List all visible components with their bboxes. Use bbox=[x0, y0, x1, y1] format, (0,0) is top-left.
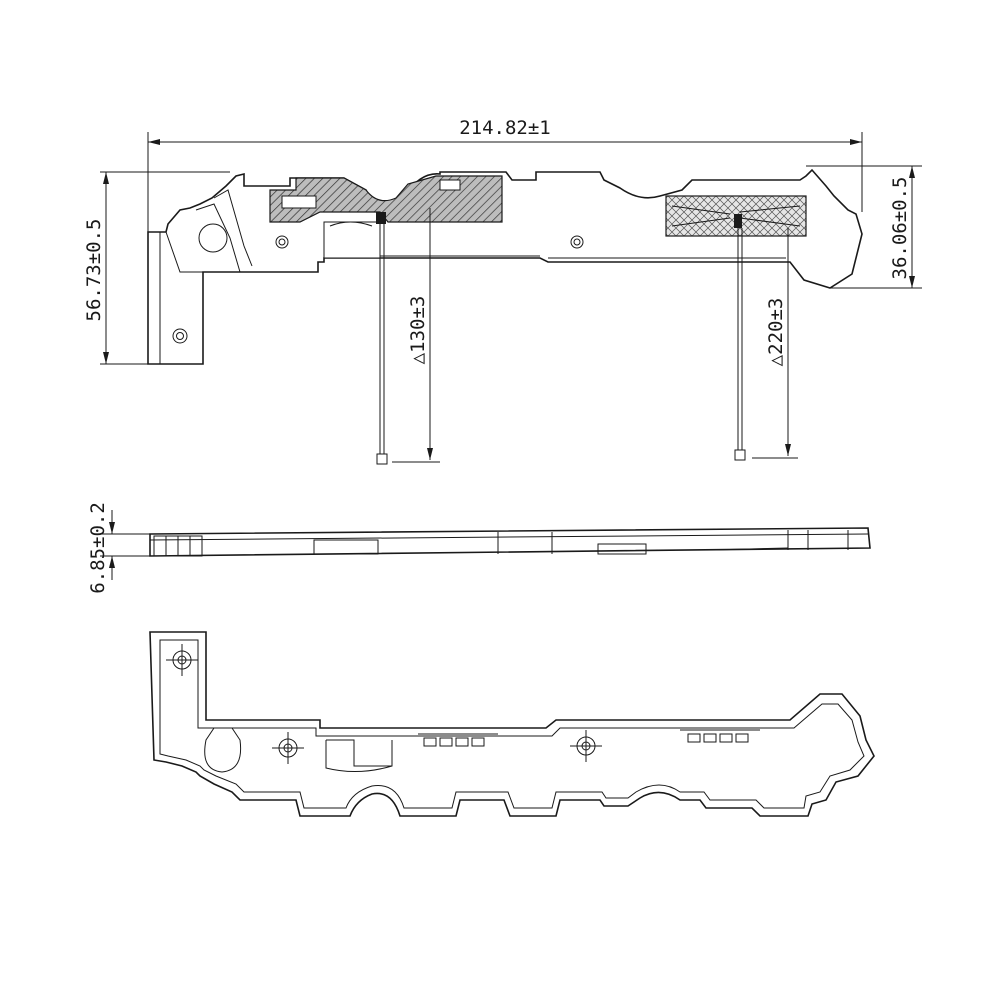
cable-right-connector bbox=[734, 214, 742, 228]
mount-hole-2-inner bbox=[278, 238, 286, 246]
antenna-left-cutout bbox=[281, 195, 317, 209]
boss-2 bbox=[272, 732, 304, 764]
left-arm-slope bbox=[165, 231, 203, 273]
bottom-inner-outline bbox=[159, 639, 865, 809]
mount-hole-3 bbox=[570, 235, 584, 249]
left-bracket-line-2 bbox=[213, 189, 253, 267]
bottom-view bbox=[149, 631, 875, 817]
side-view-inner bbox=[149, 533, 869, 541]
boss-1 bbox=[166, 644, 198, 676]
side-slot bbox=[597, 543, 647, 555]
side-end-ribs bbox=[165, 536, 191, 556]
antenna-right-lines bbox=[671, 205, 801, 227]
dimension-cable-left: △130±3 bbox=[392, 208, 440, 463]
mount-hole-1 bbox=[172, 328, 188, 344]
dimension-overall-length: 214.82±1 bbox=[147, 117, 863, 232]
left-boss-circle bbox=[198, 223, 228, 253]
side-connector bbox=[313, 539, 379, 555]
mount-hole-2 bbox=[275, 235, 289, 249]
left-height-label: 56.73±0.5 bbox=[83, 219, 105, 322]
mount-hole-1-inner bbox=[176, 332, 184, 340]
cable-left-label: △130±3 bbox=[407, 296, 429, 365]
base-inner-line bbox=[380, 255, 786, 259]
side-view-outline bbox=[149, 527, 871, 557]
boss-3 bbox=[570, 730, 602, 762]
cable-left bbox=[379, 224, 385, 456]
cable-right bbox=[737, 228, 743, 452]
slot-row-left bbox=[418, 733, 498, 747]
bottom-connector-pocket bbox=[325, 739, 393, 773]
right-height-label: 36.06±0.5 bbox=[889, 177, 911, 280]
connector-top bbox=[329, 221, 373, 227]
cable-right-label: △220±3 bbox=[765, 298, 787, 367]
antenna-left-cutout-2 bbox=[439, 179, 461, 191]
bottom-left-boss bbox=[204, 727, 242, 773]
dimension-right-height: 36.06±0.5 bbox=[806, 165, 922, 289]
side-view bbox=[149, 527, 871, 557]
dimension-cable-right: △220±3 bbox=[752, 228, 798, 459]
cable-right-plug bbox=[734, 449, 746, 461]
connector-block bbox=[323, 221, 381, 259]
top-view bbox=[147, 168, 863, 465]
side-dividers bbox=[497, 530, 849, 554]
dimension-left-height: 56.73±0.5 bbox=[83, 171, 230, 365]
mount-hole-3-inner bbox=[573, 238, 581, 246]
cable-left-plug bbox=[376, 453, 388, 465]
dimension-thickness: 6.85±0.2 bbox=[87, 502, 150, 594]
left-bracket-line bbox=[195, 203, 241, 273]
bottom-view-outline bbox=[149, 631, 875, 817]
thickness-label: 6.85±0.2 bbox=[87, 502, 109, 594]
slot-row-right bbox=[680, 729, 760, 743]
overall-length-label: 214.82±1 bbox=[459, 117, 551, 139]
side-step bbox=[711, 547, 789, 551]
cable-left-connector bbox=[376, 212, 386, 224]
